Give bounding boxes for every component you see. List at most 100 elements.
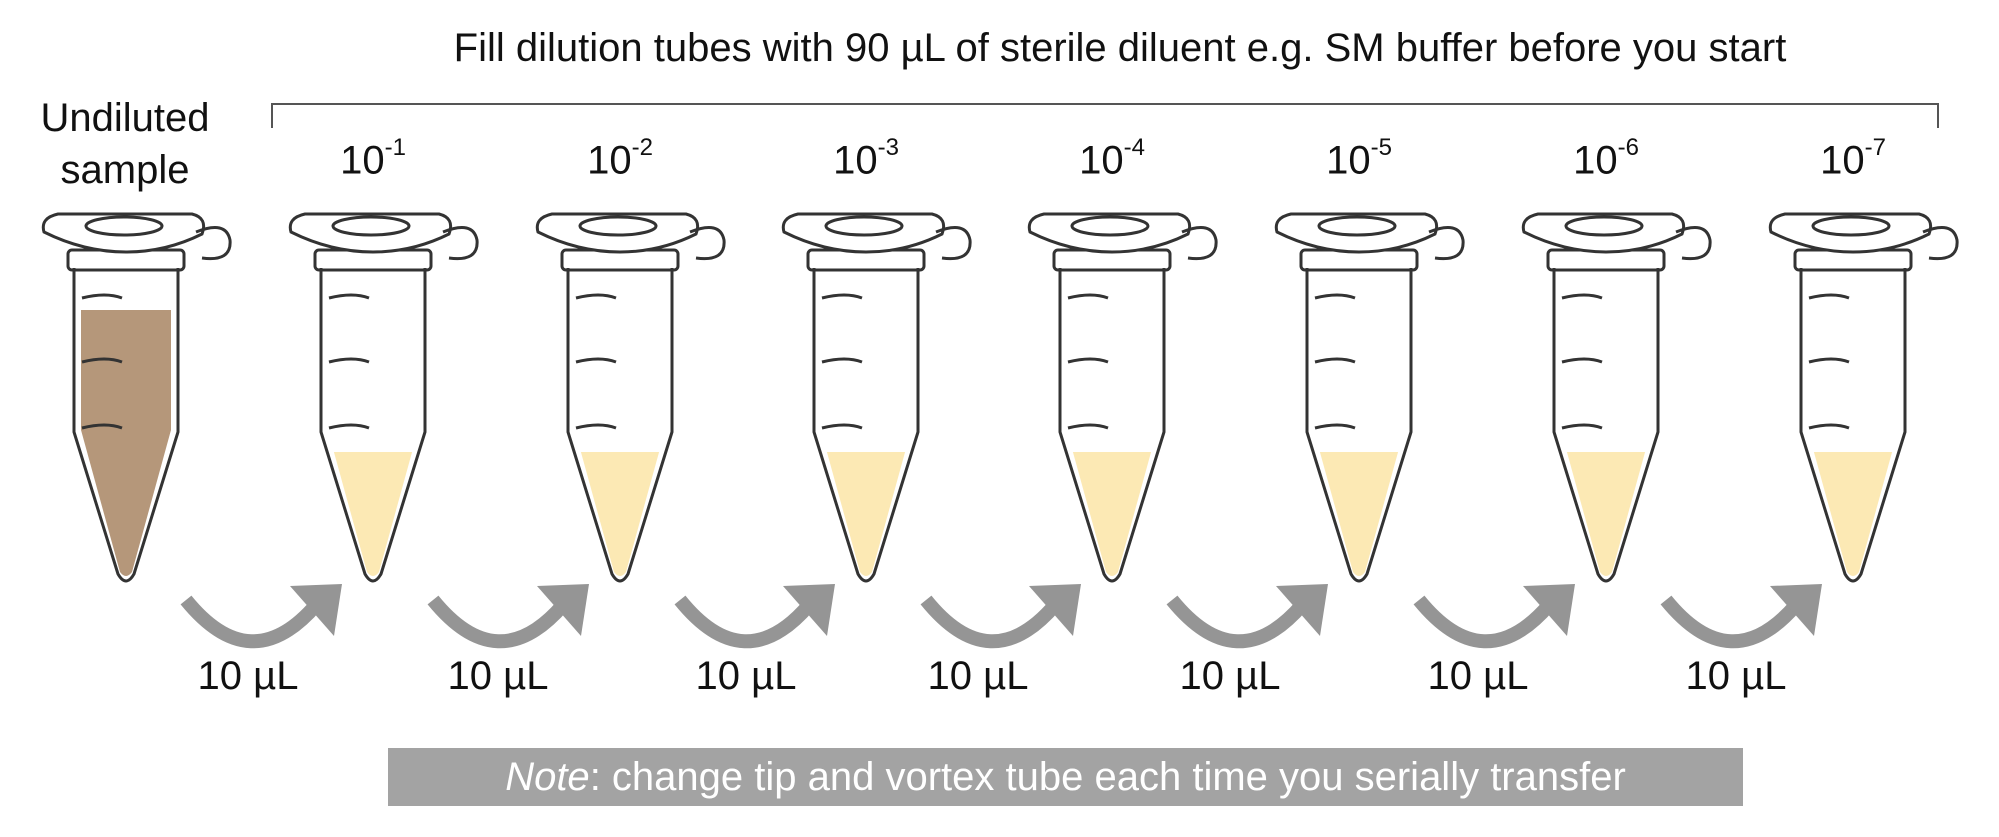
arrow-shaft xyxy=(1660,595,1802,649)
tube-body xyxy=(1058,268,1166,583)
tube-cap xyxy=(781,212,946,254)
arrow-head xyxy=(537,584,589,636)
dilution-exponent: -7 xyxy=(1864,134,1886,161)
arrow-head xyxy=(290,584,342,636)
diluent-liquid xyxy=(826,452,906,576)
tube-dilution-3 xyxy=(781,212,972,583)
dilution-exponent: -1 xyxy=(384,134,406,161)
graduation-mark xyxy=(1808,357,1850,364)
tube-body xyxy=(1305,268,1413,583)
tube-body xyxy=(72,268,180,583)
cap-hinge xyxy=(1922,226,1959,261)
graduation-mark xyxy=(1808,423,1850,430)
dilution-base: 10 xyxy=(1079,138,1124,183)
arrow-shaft xyxy=(674,595,815,649)
undiluted-label-line1: Undiluted xyxy=(40,96,210,140)
transfer-arrow-6 xyxy=(1413,584,1575,649)
cap-ring xyxy=(824,215,904,237)
cap-hinge xyxy=(195,226,232,261)
graduation-mark xyxy=(1067,357,1109,364)
arrow-shaft xyxy=(1413,595,1555,649)
graduation-mark xyxy=(1314,293,1356,300)
tube-cap xyxy=(1521,212,1686,254)
graduation-mark xyxy=(81,293,123,300)
graduation-mark xyxy=(1067,293,1109,300)
dilution-label-5: 10-5 xyxy=(1299,134,1419,183)
graduation-mark xyxy=(1561,293,1603,300)
graduation-mark xyxy=(1067,423,1109,430)
dilution-exponent: -6 xyxy=(1617,134,1639,161)
dilution-label-6: 10-6 xyxy=(1546,134,1666,183)
graduation-mark xyxy=(575,357,617,364)
cap-ring xyxy=(1811,215,1891,237)
tube-body xyxy=(812,268,920,583)
tube-dilution-4 xyxy=(1027,212,1218,583)
transfer-volume-label-7: 10 µL xyxy=(1685,654,1787,698)
graduation-mark xyxy=(821,423,863,430)
transfer-arrow-3 xyxy=(674,584,835,649)
diluent-liquid xyxy=(333,452,413,576)
diluent-liquid xyxy=(580,452,660,576)
dilution-label-3: 10-3 xyxy=(806,134,926,183)
dilution-base: 10 xyxy=(1326,138,1371,183)
graduation-mark xyxy=(1808,293,1850,300)
cap-ring xyxy=(331,215,411,237)
arrow-head xyxy=(1276,584,1328,636)
transfer-volume-label-5: 10 µL xyxy=(1179,654,1281,698)
dilution-base: 10 xyxy=(833,138,878,183)
graduation-mark xyxy=(81,357,123,364)
tube-cap xyxy=(288,212,453,254)
undiluted-sample-label: Undiluted sample xyxy=(20,92,230,196)
tube-dilution-6 xyxy=(1521,212,1712,583)
tube-cap xyxy=(535,212,700,254)
transfer-volume-label-1: 10 µL xyxy=(197,654,299,698)
cap-hinge xyxy=(689,226,726,261)
graduation-mark xyxy=(328,293,370,300)
transfer-volume-label-6: 10 µL xyxy=(1427,654,1529,698)
graduation-mark xyxy=(1561,423,1603,430)
tube-body xyxy=(319,268,427,583)
transfer-volume-label-3: 10 µL xyxy=(695,654,797,698)
dilution-exponent: -4 xyxy=(1123,134,1145,161)
header-instruction: Fill dilution tubes with 90 µL of steril… xyxy=(453,26,1787,70)
dilution-exponent: -2 xyxy=(631,134,653,161)
dilution-bracket xyxy=(271,103,1939,128)
tube-dilution-7 xyxy=(1768,212,1959,583)
arrow-shaft xyxy=(180,595,322,649)
diluent-liquid xyxy=(1319,452,1399,576)
tube-cap xyxy=(1274,212,1439,254)
cap-hinge xyxy=(1181,226,1218,261)
arrow-head xyxy=(1523,584,1575,636)
tube-undiluted xyxy=(41,212,232,583)
tube-dilution-2 xyxy=(535,212,726,583)
transfer-arrow-1 xyxy=(180,584,342,649)
diluent-liquid xyxy=(1072,452,1152,576)
diluent-liquid xyxy=(1813,452,1893,576)
graduation-mark xyxy=(81,423,123,430)
dilution-base: 10 xyxy=(587,138,632,183)
tube-dilution-5 xyxy=(1274,212,1465,583)
transfer-volume-label-2: 10 µL xyxy=(447,654,549,698)
graduation-mark xyxy=(821,293,863,300)
dilution-label-7: 10-7 xyxy=(1793,134,1913,183)
tube-body xyxy=(1799,268,1907,583)
cap-hinge xyxy=(1428,226,1465,261)
graduation-mark xyxy=(575,423,617,430)
undiluted-label-line2: sample xyxy=(60,148,190,192)
graduation-mark xyxy=(821,357,863,364)
arrow-head xyxy=(1770,584,1822,636)
graduation-mark xyxy=(1561,357,1603,364)
dilution-base: 10 xyxy=(1820,138,1865,183)
arrow-head xyxy=(1029,584,1081,636)
tube-cap xyxy=(41,212,206,254)
arrow-shaft xyxy=(427,595,569,649)
cap-ring xyxy=(84,215,164,237)
dilution-base: 10 xyxy=(1573,138,1618,183)
transfer-arrow-7 xyxy=(1660,584,1822,649)
graduation-mark xyxy=(575,293,617,300)
tube-dilution-1 xyxy=(288,212,479,583)
cap-ring xyxy=(1070,215,1150,237)
tube-body xyxy=(566,268,674,583)
arrow-shaft xyxy=(920,595,1061,649)
